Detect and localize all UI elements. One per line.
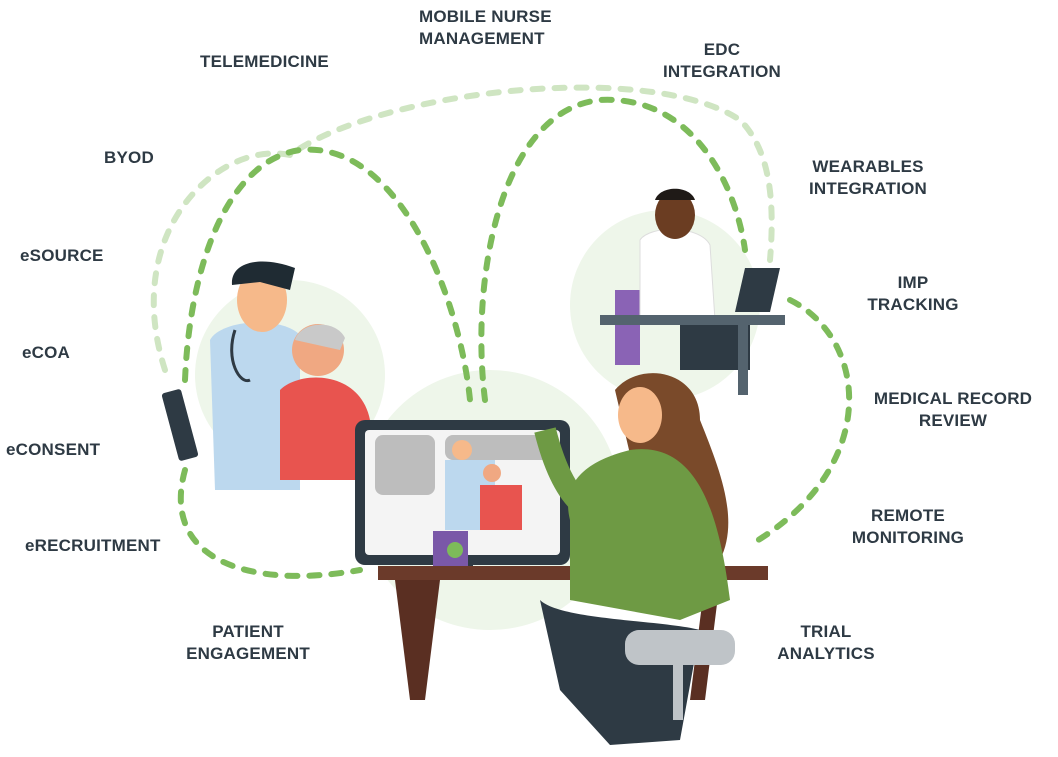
label-mobile-nurse-management: MOBILE NURSE MANAGEMENT	[419, 6, 552, 50]
label-line: TRIAL	[800, 622, 852, 641]
video-call-monitor	[355, 420, 570, 570]
connection-arc-dark-2	[478, 96, 748, 403]
label-wearables-integration: WEARABLES INTEGRATION	[809, 156, 927, 200]
woman-with-headset	[534, 373, 735, 745]
label-imp-tracking: IMP TRACKING	[867, 272, 958, 316]
connection-arc-dark-1	[182, 146, 473, 403]
science37-mug	[433, 531, 468, 569]
label-line: INTEGRATION	[808, 179, 928, 198]
label-line: MEDICAL RECORD	[873, 389, 1033, 408]
label-byod: BYOD	[104, 148, 154, 167]
label-ecoa: eCOA	[22, 343, 71, 362]
label-line: WEARABLES	[812, 157, 924, 176]
label-econsent: eCONSENT	[6, 440, 101, 459]
label-line: ANALYTICS	[777, 644, 875, 663]
label-line: MONITORING	[851, 528, 965, 547]
label-line: MANAGEMENT	[419, 29, 545, 48]
label-edc-integration: EDC INTEGRATION	[663, 39, 781, 83]
label-line: PATIENT	[212, 622, 284, 641]
label-line: EDC	[703, 40, 741, 59]
label-line: MOBILE NURSE	[419, 7, 552, 26]
connection-arc-dark-4	[747, 297, 853, 548]
label-line: IMP	[897, 273, 929, 292]
connection-arc-light-1	[150, 84, 775, 373]
label-esource: eSOURCE	[20, 246, 104, 265]
label-remote-monitoring: REMOTE MONITORING	[852, 505, 964, 549]
label-line: TRACKING	[867, 295, 959, 314]
connection-arc-dark-3	[177, 467, 363, 579]
label-trial-analytics: TRIAL ANALYTICS	[777, 621, 875, 665]
label-line: REMOTE	[871, 506, 945, 525]
doctor-with-patient	[161, 261, 370, 490]
label-medical-record-review: MEDICAL RECORD REVIEW	[874, 388, 1032, 432]
nurse-with-laptop	[600, 188, 785, 395]
label-erecruitment: eRECRUITMENT	[25, 536, 161, 555]
label-line: INTEGRATION	[662, 62, 782, 81]
label-patient-engagement: PATIENT ENGAGEMENT	[186, 621, 310, 665]
label-line: ENGAGEMENT	[186, 644, 310, 663]
label-telemedicine: TELEMEDICINE	[200, 52, 329, 71]
label-line: REVIEW	[918, 411, 988, 430]
